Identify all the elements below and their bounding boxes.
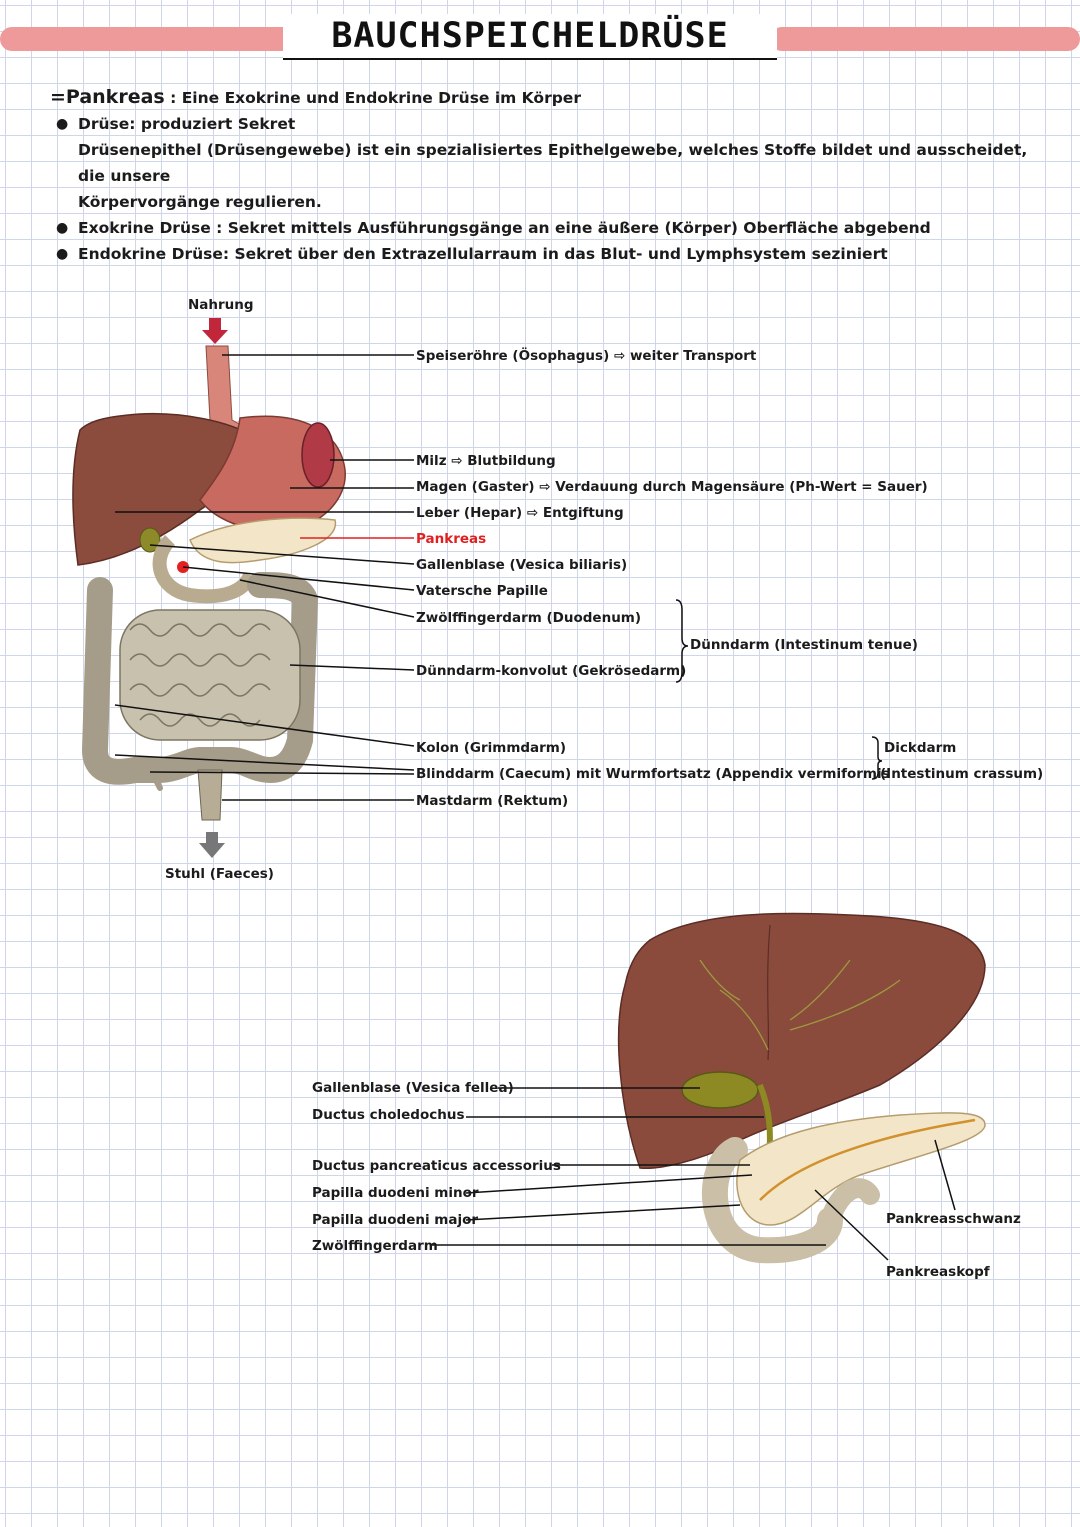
label2-gallenblase: Gallenblase (Vesica fellea) bbox=[312, 1080, 514, 1096]
label-duenndarm-group: Dünndarm (Intestinum tenue) bbox=[690, 637, 918, 653]
exokrin-text: Exokrine Drüse : Sekret mittels Ausführu… bbox=[78, 219, 931, 237]
epithel-line-2: Körpervorgänge regulieren. bbox=[78, 193, 322, 211]
definition-line: =Pankreas : Eine Exokrine und Endokrine … bbox=[50, 84, 1050, 111]
epithel-line-1: Drüsenepithel (Drüsengewebe) ist ein spe… bbox=[78, 141, 1028, 185]
label-dickdarm-2: (Intestinum crassum) bbox=[880, 766, 1044, 782]
definition-term: =Pankreas bbox=[50, 86, 165, 108]
label-speiseroehre: Speiseröhre (Ösophagus) ⇨ weiter Transpo… bbox=[416, 348, 757, 364]
endokrin-text: Endokrine Drüse: Sekret über den Extraze… bbox=[78, 245, 888, 263]
label-stuhl: Stuhl (Faeces) bbox=[165, 866, 274, 882]
label2-papilla-minor: Papilla duodeni minor bbox=[312, 1185, 479, 1201]
label-konvolut: Dünndarm-konvolut (Gekrösedarm) bbox=[416, 663, 687, 679]
page-title: BAUCHSPEICHELDRÜSE bbox=[283, 14, 777, 60]
title-highlight-left bbox=[0, 27, 310, 51]
definition-text: : Eine Exokrine und Endokrine Drüse im K… bbox=[170, 89, 581, 107]
bullet-druese: Drüse: produziert Sekret bbox=[56, 111, 1050, 137]
title-highlight-right bbox=[770, 27, 1080, 51]
label-papille: Vatersche Papille bbox=[416, 583, 548, 599]
label2-accessorius: Ductus pancreaticus accessorius bbox=[312, 1158, 561, 1174]
intro-section: =Pankreas : Eine Exokrine und Endokrine … bbox=[50, 84, 1050, 267]
label-duodenum: Zwölffingerdarm (Duodenum) bbox=[416, 610, 642, 626]
label-gallenblase: Gallenblase (Vesica biliaris) bbox=[416, 557, 628, 573]
label2-zwoelffinger: Zwölffingerdarm bbox=[312, 1238, 438, 1254]
druese-text: Drüse: produziert Sekret bbox=[78, 115, 296, 133]
label-milz: Milz ⇨ Blutbildung bbox=[416, 453, 556, 469]
label2-choledochus: Ductus choledochus bbox=[312, 1107, 465, 1123]
label2-kopf: Pankreaskopf bbox=[886, 1264, 990, 1280]
label-nahrung: Nahrung bbox=[188, 297, 254, 313]
label-pankreas: Pankreas bbox=[416, 531, 487, 547]
label-magen: Magen (Gaster) ⇨ Verdauung durch Magensä… bbox=[416, 479, 928, 495]
intake-arrow-icon bbox=[202, 318, 228, 344]
bullet-exokrin: Exokrine Drüse : Sekret mittels Ausführu… bbox=[56, 215, 1050, 241]
label-blinddarm: Blinddarm (Caecum) mit Wurmfortsatz (App… bbox=[416, 766, 890, 782]
label2-schwanz: Pankreasschwanz bbox=[886, 1211, 1021, 1227]
label-mastdarm: Mastdarm (Rektum) bbox=[416, 793, 569, 809]
label-leber: Leber (Hepar) ⇨ Entgiftung bbox=[416, 505, 624, 521]
label-kolon: Kolon (Grimmdarm) bbox=[416, 740, 567, 756]
label-dickdarm-1: Dickdarm bbox=[884, 740, 957, 756]
label2-papilla-major: Papilla duodeni major bbox=[312, 1212, 479, 1228]
output-arrow-icon bbox=[199, 832, 225, 858]
bullet-endokrin: Endokrine Drüse: Sekret über den Extraze… bbox=[56, 241, 1050, 267]
